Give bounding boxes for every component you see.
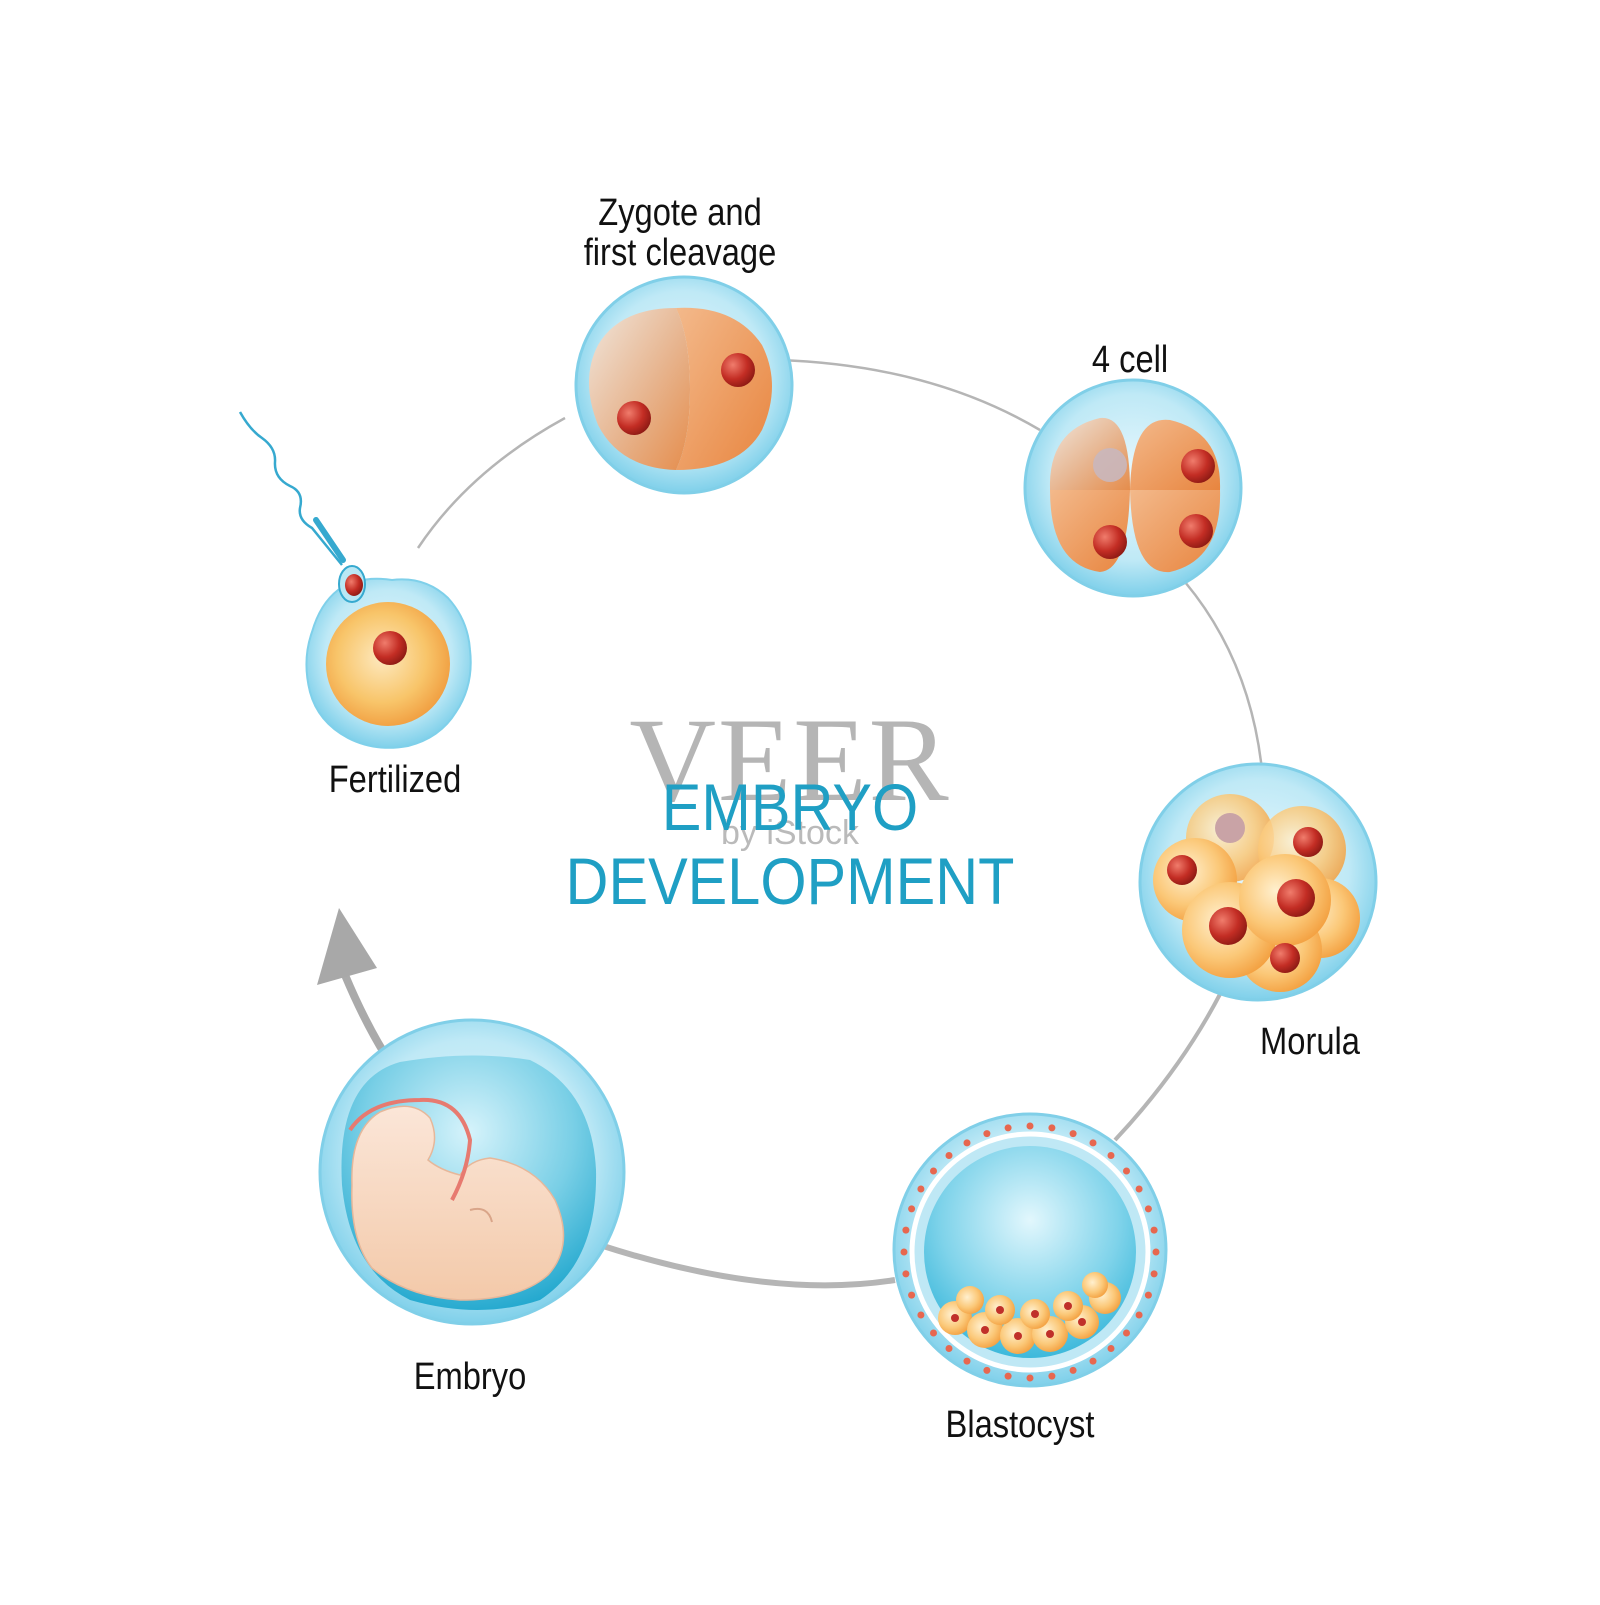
- trophoblast-dot: [1144, 1205, 1152, 1213]
- trophoblast-dot: [1123, 1329, 1130, 1337]
- label-embryo: Embryo: [413, 1356, 527, 1398]
- label-morula: Morula: [1260, 1021, 1360, 1063]
- fertilized-egg: [305, 577, 472, 749]
- trophoblast-dot: [1004, 1124, 1012, 1132]
- morula: [1138, 762, 1378, 1002]
- trophoblast-dot: [902, 1270, 910, 1278]
- label-four-cell: 4 cell: [1091, 339, 1169, 381]
- cycle-arrow-icon: [317, 908, 399, 1073]
- label-zygote-line1: Zygote and: [598, 192, 762, 234]
- trophoblast-dot: [1144, 1291, 1152, 1299]
- trophoblast-dot: [1135, 1185, 1143, 1193]
- diagram-title: EMBRYO DEVELOPMENT: [500, 770, 1080, 918]
- trophoblast-dot: [963, 1139, 971, 1147]
- trophoblast-dot: [1026, 1374, 1034, 1382]
- label-blastocyst: Blastocyst: [945, 1404, 1095, 1446]
- trophoblast-dots: [900, 1122, 1160, 1382]
- trophoblast-dot: [1026, 1122, 1034, 1130]
- trophoblast-dot: [1048, 1372, 1056, 1380]
- trophoblast-dot: [917, 1185, 925, 1193]
- trophoblast-dot: [945, 1152, 953, 1159]
- trophoblast-dot: [1004, 1372, 1012, 1380]
- trophoblast-dot: [908, 1205, 916, 1213]
- trophoblast-dot: [902, 1226, 910, 1234]
- trophoblast-dot: [1123, 1167, 1130, 1175]
- sperm-icon: [238, 411, 366, 603]
- trophoblast-dot: [1048, 1124, 1056, 1132]
- trophoblast-dot: [983, 1366, 991, 1374]
- trophoblast-dot: [917, 1311, 925, 1319]
- label-zygote-line2: first cleavage: [583, 232, 777, 274]
- trophoblast-dot: [1150, 1226, 1158, 1234]
- embryo: [318, 1018, 626, 1326]
- four-cell-embryo: [1023, 378, 1243, 598]
- trophoblast-dot: [945, 1345, 953, 1352]
- title-line-2: DEVELOPMENT: [565, 844, 1015, 918]
- trophoblast-dot: [900, 1248, 908, 1256]
- label-fertilized: Fertilized: [328, 759, 462, 801]
- trophoblast-dot: [930, 1167, 937, 1175]
- trophoblast-dot: [1150, 1270, 1158, 1278]
- trophoblast-dot: [1135, 1311, 1143, 1319]
- trophoblast-dot: [930, 1329, 937, 1337]
- title-line-1: EMBRYO: [661, 770, 919, 844]
- trophoblast-dot: [1089, 1357, 1097, 1365]
- trophoblast-dot: [1107, 1152, 1115, 1159]
- label-zygote: Zygote and first cleavage: [577, 193, 783, 273]
- trophoblast-dot: [963, 1357, 971, 1365]
- trophoblast-dot: [1069, 1130, 1077, 1138]
- trophoblast-dot: [1089, 1139, 1097, 1147]
- blastocyst: [892, 1112, 1168, 1388]
- trophoblast-dot: [983, 1130, 991, 1138]
- trophoblast-dot: [908, 1291, 916, 1299]
- zygote-two-cell: [574, 275, 794, 495]
- trophoblast-dot: [1152, 1248, 1160, 1256]
- trophoblast-dot: [1069, 1366, 1077, 1374]
- inner-cell-mass: [938, 1272, 1121, 1354]
- trophoblast-dot: [1107, 1345, 1115, 1352]
